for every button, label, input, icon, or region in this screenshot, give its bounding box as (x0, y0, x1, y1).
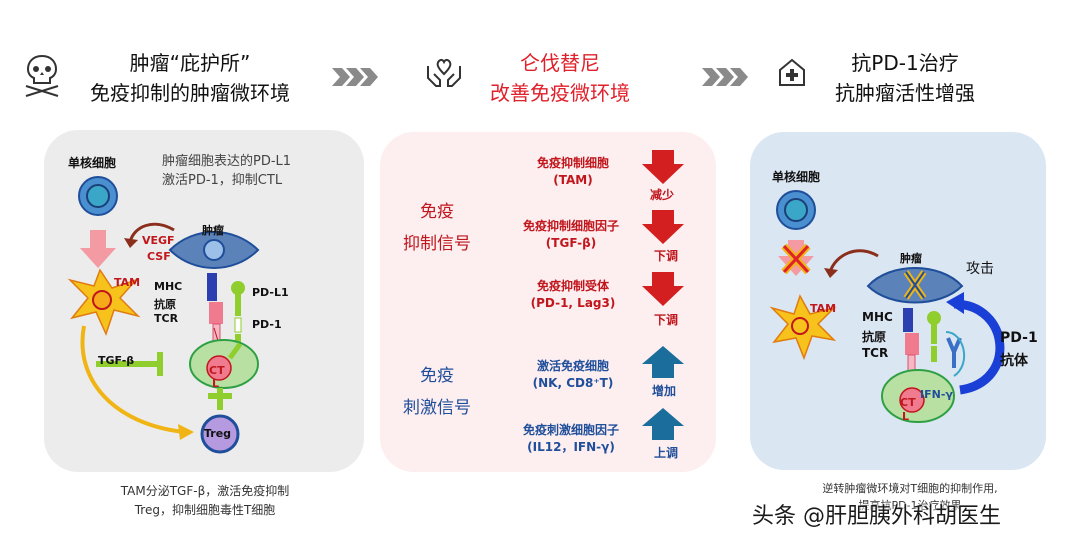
left-caption: TAM分泌TGF-β，激活免疫抑制 Treg，抑制细胞毒性T细胞 (60, 482, 350, 520)
skull-crossbones-icon (25, 54, 59, 97)
antigen-label: 抗原 (154, 298, 176, 311)
right-title-line2: 抗肿瘤活性增强 (835, 81, 975, 105)
row-stim-line1: 免疫刺激细胞因子 (522, 423, 619, 437)
right-caption: 逆转肿瘤微环境对T细胞的抑制作用, 提高抗PD-1治疗效果 (780, 480, 1040, 514)
left-desc-line2: 激活PD-1，抑制CTL (162, 173, 283, 188)
vegf-label: VEGF (142, 234, 175, 247)
monocyte-label: 单核细胞 (68, 156, 117, 170)
tag-downregulate-1: 下调 (654, 249, 679, 263)
row-stim-cytokine: 免疫刺激细胞因子 (IL12，IFN-γ) (496, 422, 646, 456)
pd1-label: PD-1 (252, 318, 282, 331)
differentiation-arrow (80, 230, 116, 268)
stimulate-label-line1: 免疫 (420, 366, 454, 386)
row-activated: 激活免疫细胞 (NK, CD8⁺T) (508, 358, 638, 392)
right-title-line1: 抗PD-1治疗 (851, 51, 959, 75)
right-ctl-bottom: L (902, 410, 910, 423)
left-title: 肿瘤“庇护所” 免疫抑制的肿瘤微环境 (70, 48, 310, 108)
right-caption-line1: 逆转肿瘤微环境对T细胞的抑制作用, (822, 482, 998, 495)
chevron-arrows-icon (702, 68, 748, 86)
row-tam-line1: 免疫抑制细胞 (536, 156, 609, 170)
pd1-antibody-label-2: 抗体 (1000, 353, 1028, 369)
arrow-up-2 (642, 408, 684, 440)
right-tumor-label: 肿瘤 (900, 252, 922, 265)
tag-increase: 增加 (652, 384, 677, 398)
middle-title-line1: 仑伐替尼 (520, 51, 600, 75)
pd1-antibody-label-1: PD-1 (1000, 330, 1038, 346)
row-stim-line2: (IL12，IFN-γ) (527, 440, 615, 454)
row-receptor-line1: 免疫抑制受体 (536, 279, 609, 293)
right-tcr-label: TCR (862, 346, 889, 360)
row-receptor: 免疫抑制受体 (PD-1, Lag3) (508, 278, 638, 312)
right-caption-line2: 提高抗PD-1治疗效果 (858, 499, 962, 512)
stimulate-label-line2: 刺激信号 (403, 398, 471, 418)
tag-downregulate-2: 下调 (654, 313, 679, 327)
arrow-down-2 (642, 210, 684, 244)
tag-upregulate: 上调 (654, 446, 679, 460)
tcr-label: TCR (154, 312, 179, 325)
tgfb-label: TGF-β (98, 354, 135, 367)
row-tam-line2: (TAM) (553, 173, 593, 187)
treg-label: Treg (204, 427, 232, 440)
right-antigen-label: 抗原 (862, 330, 887, 344)
suppress-signal-label: 免疫 抑制信号 (394, 196, 480, 260)
suppress-label-line1: 免疫 (420, 202, 454, 222)
left-title-line2: 免疫抑制的肿瘤微环境 (90, 81, 290, 105)
middle-title-line2: 改善免疫微环境 (490, 81, 630, 105)
attack-label: 攻击 (966, 261, 994, 277)
stimulate-signal-label: 免疫 刺激信号 (394, 360, 480, 424)
row-activated-line2: (NK, CD8⁺T) (532, 376, 614, 390)
tag-decrease: 减少 (650, 188, 675, 202)
ctl-label-top: CT (209, 364, 225, 377)
ctl-label-bottom: L (212, 377, 220, 390)
right-title: 抗PD-1治疗 抗肿瘤活性增强 (810, 48, 1000, 108)
right-monocyte-label: 单核细胞 (772, 170, 821, 184)
arrow-down-3 (642, 272, 684, 306)
arrow-up-1 (642, 346, 684, 378)
left-caption-line1: TAM分泌TGF-β，激活免疫抑制 (120, 484, 290, 498)
left-diagram (67, 176, 260, 454)
left-caption-line2: Treg，抑制细胞毒性T细胞 (134, 503, 276, 517)
arrow-down-1 (642, 150, 684, 184)
hands-heart-icon (427, 58, 461, 87)
left-title-line1: 肿瘤“庇护所” (129, 51, 251, 75)
row-tgfb-line1: 免疫抑制细胞因子 (522, 219, 619, 233)
row-receptor-line2: (PD-1, Lag3) (530, 296, 616, 310)
row-tam: 免疫抑制细胞 (TAM) (508, 155, 638, 189)
left-desc-line1: 肿瘤细胞表达的PD-L1 (162, 154, 292, 169)
middle-title: 仑伐替尼 改善免疫微环境 (460, 48, 660, 108)
tam-label: TAM (114, 276, 141, 289)
tumor-label: 肿瘤 (202, 224, 224, 237)
right-ctl-top: CT (900, 396, 916, 409)
csf-label: CSF (147, 250, 171, 263)
row-tgfb: 免疫抑制细胞因子 (TGF-β) (496, 218, 646, 252)
row-tgfb-line2: (TGF-β) (545, 236, 597, 250)
watermark: 头条 @肝胆胰外科胡医生 (752, 504, 1001, 529)
suppress-label-line2: 抑制信号 (403, 234, 471, 254)
chevron-arrows-icon (332, 68, 378, 86)
right-mhc-label: MHC (862, 310, 893, 324)
right-tam-label: TAM (810, 302, 837, 315)
hospital-icon (779, 58, 805, 86)
mhc-label: MHC (154, 280, 183, 293)
right-diagram (769, 190, 1005, 423)
left-desc: 肿瘤细胞表达的PD-L1 激活PD-1，抑制CTL (162, 152, 291, 190)
treg-cell (200, 414, 240, 454)
pdl1-label: PD-L1 (252, 286, 289, 299)
ifn-label: IFN-γ (920, 388, 953, 401)
row-activated-line1: 激活免疫细胞 (536, 359, 609, 373)
